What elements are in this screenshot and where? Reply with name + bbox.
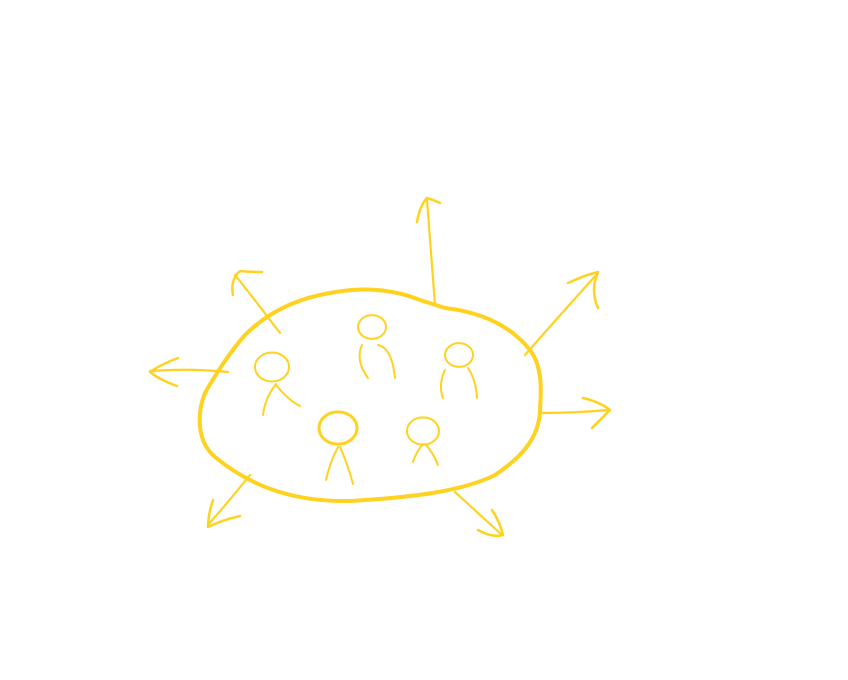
arrow-lower-left (206, 473, 252, 529)
arrowhead-icon (476, 508, 505, 538)
arrow-upper-right (523, 270, 600, 357)
person-leg (424, 443, 439, 466)
arrow-right (538, 396, 612, 430)
person-leg (262, 383, 277, 416)
person-leg (275, 384, 301, 407)
person-figure (317, 410, 359, 485)
arrowhead-icon (566, 270, 600, 310)
arrowhead-icon (231, 269, 264, 297)
person-head (357, 314, 387, 340)
person-leg (412, 443, 424, 463)
outward-arrows (148, 196, 612, 538)
person-figure (254, 351, 301, 416)
person-leg (358, 344, 369, 379)
arrowhead-icon (206, 498, 242, 529)
arrow-shaft (523, 271, 600, 357)
arrow-shaft (148, 368, 230, 374)
people-group (254, 314, 478, 485)
person-figure (439, 342, 478, 399)
arrowhead-icon (581, 396, 612, 430)
person-head (406, 416, 440, 446)
arrow-shaft (453, 490, 504, 537)
arrowhead-icon (415, 196, 442, 224)
person-head (317, 410, 359, 446)
person-leg (467, 367, 478, 399)
arrow-shaft (538, 408, 610, 415)
arrow-shaft (206, 473, 252, 527)
person-head (444, 342, 474, 368)
person-leg (377, 344, 396, 379)
arrowhead-icon (148, 356, 180, 388)
person-leg (325, 446, 339, 481)
arrow-up (415, 196, 442, 307)
arrow-shaft (425, 198, 437, 307)
person-leg (339, 446, 354, 485)
group-blob-outline (197, 287, 543, 504)
person-figure (406, 416, 440, 466)
arrow-shaft (233, 273, 282, 335)
arrow-lower-right (453, 490, 505, 538)
person-figure (357, 314, 396, 379)
person-leg (439, 369, 446, 399)
arrow-upper-left (231, 269, 282, 335)
arrow-left (148, 356, 230, 388)
person-head (254, 351, 290, 383)
